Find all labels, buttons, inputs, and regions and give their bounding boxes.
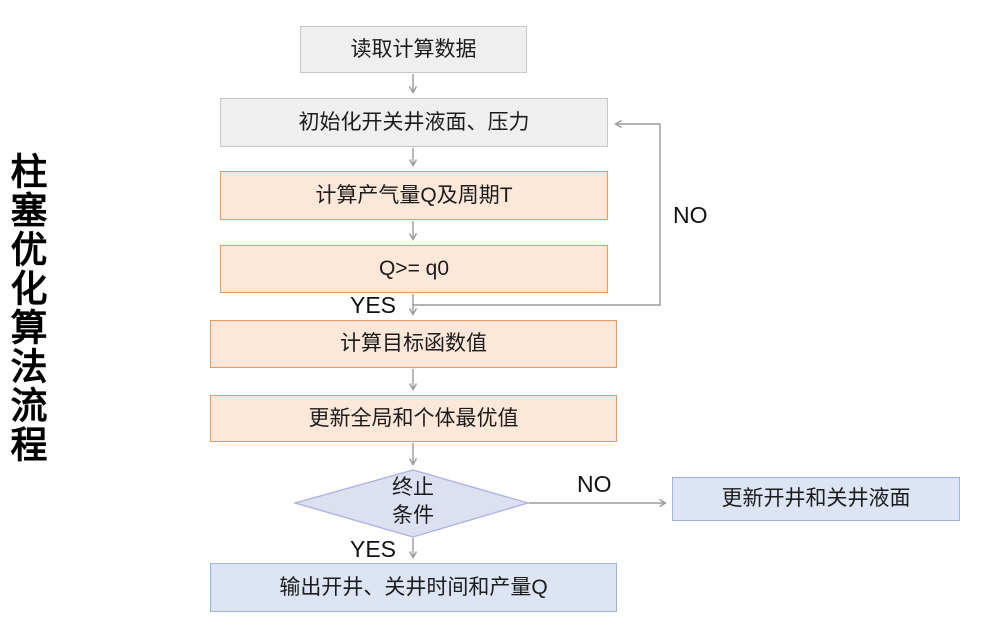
edge-label-no-terminate: NO bbox=[577, 471, 612, 497]
edge-label-yes-terminate: YES bbox=[350, 536, 397, 562]
terminate-line2: 条件 bbox=[392, 504, 434, 527]
node-q-condition: Q>= q0 bbox=[220, 245, 608, 293]
node-update-best: 更新全局和个体最优值 bbox=[210, 395, 617, 442]
node-output: 输出开井、关井时间和产量Q bbox=[210, 563, 617, 612]
node-terminate-label: 终止 条件 bbox=[343, 474, 483, 530]
terminate-line1: 终止 bbox=[392, 476, 434, 499]
node-calc-gas: 计算产气量Q及周期T bbox=[220, 171, 608, 220]
node-read-data: 读取计算数据 bbox=[300, 26, 527, 73]
node-update-levels: 更新开井和关井液面 bbox=[672, 477, 960, 521]
node-initialize: 初始化开关井液面、压力 bbox=[220, 98, 608, 147]
edge-label-no-loop: NO bbox=[673, 202, 708, 228]
edge-label-yes-continue: YES bbox=[350, 292, 397, 318]
diagram-title: 柱塞优化算法流程 bbox=[5, 152, 46, 464]
node-calc-objective: 计算目标函数值 bbox=[210, 320, 617, 368]
